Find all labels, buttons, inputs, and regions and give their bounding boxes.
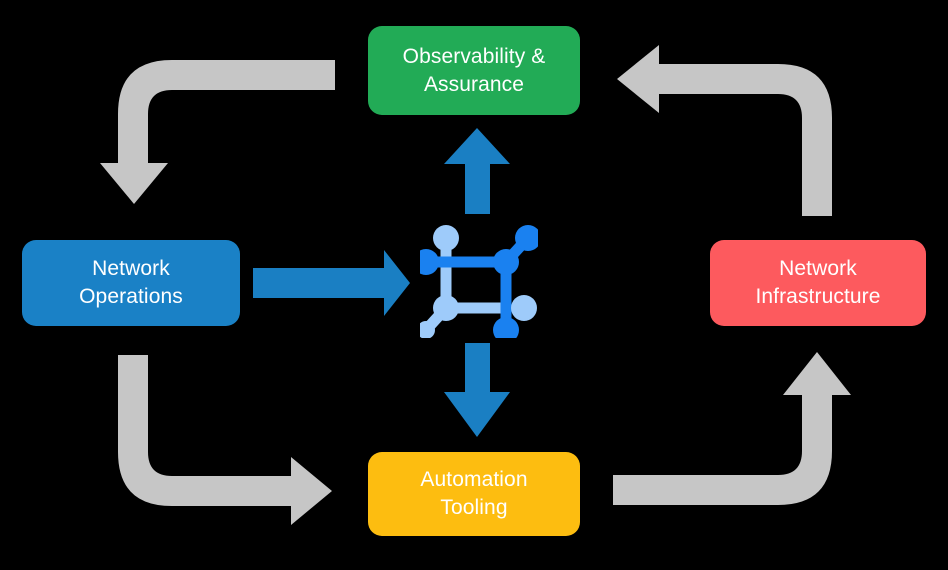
connector-automation-to-infrastructure	[613, 352, 851, 505]
node-label-observability-assurance: Observability & Assurance	[402, 44, 546, 96]
connector-ops-to-automation	[118, 355, 332, 525]
connector-infrastructure-to-observability	[617, 45, 832, 216]
connector-ops-to-hub	[253, 250, 410, 316]
node-network-operations[interactable]: Network Operations	[22, 240, 240, 326]
connector-hub-to-automation	[444, 343, 510, 437]
node-automation-tooling[interactable]: Automation Tooling	[368, 452, 580, 536]
topology-nodes-light	[420, 225, 537, 338]
connector-hub-to-observability	[444, 128, 510, 214]
network-topology-icon	[420, 225, 538, 338]
node-label-network-operations: Network Operations	[79, 257, 183, 308]
node-observability-assurance[interactable]: Observability & Assurance	[368, 26, 580, 115]
connector-observability-to-ops	[100, 60, 335, 204]
node-label-automation-tooling: Automation Tooling	[420, 468, 528, 519]
topology-nodes-dark	[420, 225, 538, 338]
node-label-network-infrastructure: Network Infrastructure	[755, 257, 881, 308]
node-network-infrastructure[interactable]: Network Infrastructure	[710, 240, 926, 326]
